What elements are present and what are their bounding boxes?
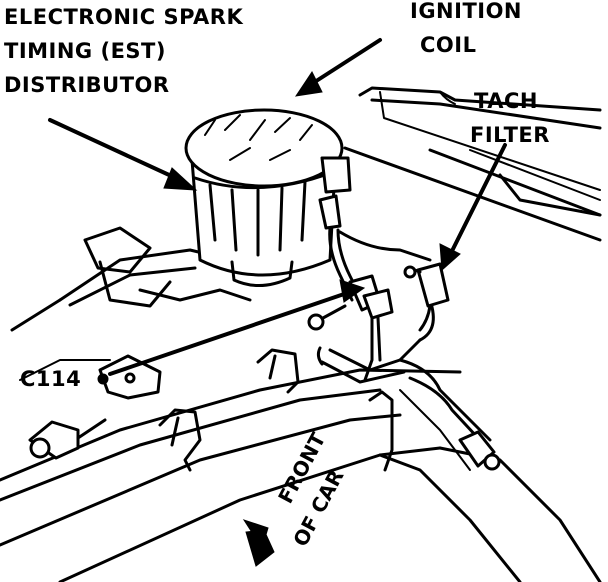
valve-cover (0, 368, 602, 582)
firewall-cowl (343, 86, 602, 242)
c114-label: C114 (20, 367, 81, 391)
tach-label-line2: FILTER (470, 123, 550, 147)
coil-label-line2: COIL (420, 33, 476, 57)
tach-filter-leader (439, 91, 456, 105)
bolt (307, 304, 347, 331)
front-of-car-arrow (242, 519, 275, 567)
arrow-est (48, 118, 198, 191)
c114-bracket (97, 354, 162, 400)
tach-filter (403, 262, 450, 332)
spark-plug-boot (28, 418, 107, 460)
arrow-ignition-coil (294, 38, 382, 97)
wiring-harness (316, 298, 501, 471)
est-label-line1: ELECTRONIC SPARK (4, 5, 243, 29)
est-distributor (184, 108, 352, 287)
hold-down-brackets (158, 348, 394, 472)
coil-label-line1: IGNITION (410, 0, 522, 23)
tach-label-line1: TACH (474, 89, 538, 113)
arrow-tach-filter (439, 143, 507, 272)
arrow-c114 (108, 279, 366, 376)
est-label-line3: DISTRIBUTOR (4, 73, 170, 97)
est-label-line2: TIMING (EST) (4, 39, 166, 63)
distributor-wires (328, 226, 432, 382)
